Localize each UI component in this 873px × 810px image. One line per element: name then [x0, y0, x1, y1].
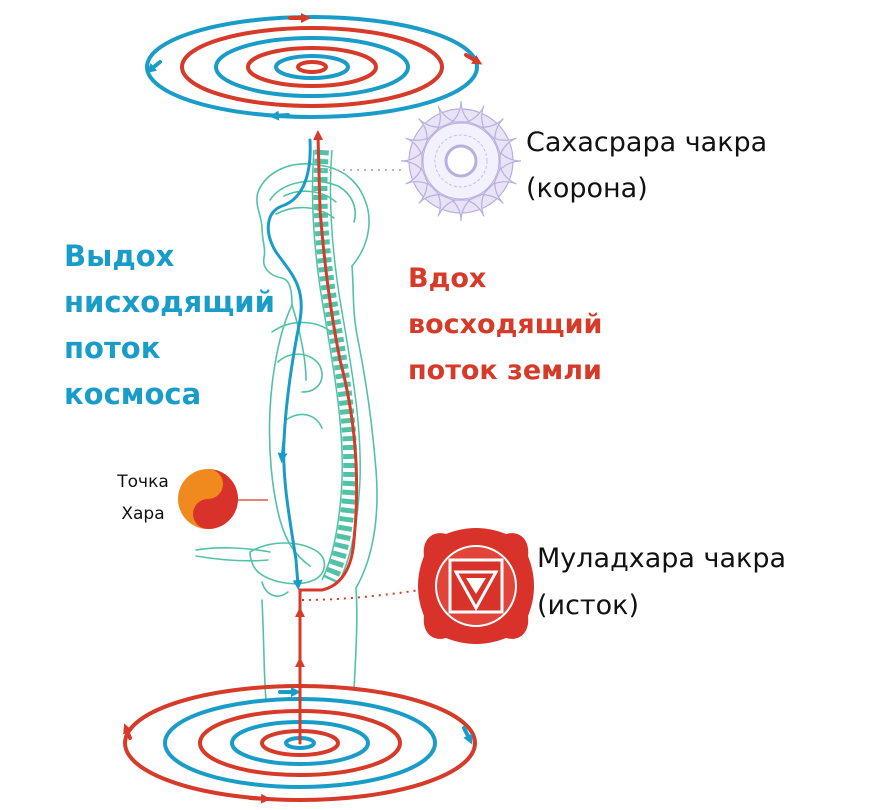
cosmos-flow-line — [266, 138, 312, 590]
sahasrara-label-subtitle: (корона) — [526, 173, 648, 204]
lotus-petal — [418, 118, 441, 141]
lotus-petal — [481, 118, 504, 141]
lotus-petal — [492, 166, 517, 186]
exhale-label-line3: поток — [64, 331, 161, 365]
top-spiral — [145, 13, 483, 121]
human-body-outline — [195, 163, 378, 701]
lotus-petal — [450, 199, 472, 222]
earth-flow-line — [295, 130, 359, 745]
lotus-petal — [499, 150, 522, 172]
lotus-petal — [418, 181, 441, 204]
lotus-petal — [492, 136, 517, 156]
inhale-label-line1: Вдох — [408, 263, 487, 294]
sahasrara-lotus-icon — [400, 100, 522, 222]
lotus-petal — [405, 136, 430, 156]
lotus-petal — [466, 192, 486, 217]
lotus-petal — [436, 192, 456, 217]
inhale-label-line2: восходящий — [408, 309, 603, 340]
exhale-label-line2: нисходящий — [64, 285, 275, 319]
muladhara-connector — [301, 589, 421, 601]
lotus-petal — [481, 181, 504, 204]
lotus-petal — [436, 105, 456, 130]
sahasrara-label-title: Сахасрара чакра — [526, 127, 768, 158]
lotus-petal — [405, 166, 430, 186]
lotus-petal — [400, 150, 423, 172]
muladhara-label-title: Муладхара чакра — [537, 543, 787, 574]
yin-yang-icon — [178, 469, 238, 529]
lotus-petal — [466, 105, 486, 130]
exhale-label-line1: Выдох — [64, 239, 175, 273]
hara-label-line2: Хара — [121, 504, 165, 524]
exhale-label-line4: космоса — [64, 377, 202, 411]
inhale-label-line3: поток земли — [408, 355, 602, 386]
hara-label-line1: Точка — [117, 472, 169, 492]
muladhara-label-subtitle: (исток) — [537, 590, 640, 621]
lotus-petal — [450, 100, 472, 123]
muladhara-lotus-icon — [418, 528, 534, 644]
